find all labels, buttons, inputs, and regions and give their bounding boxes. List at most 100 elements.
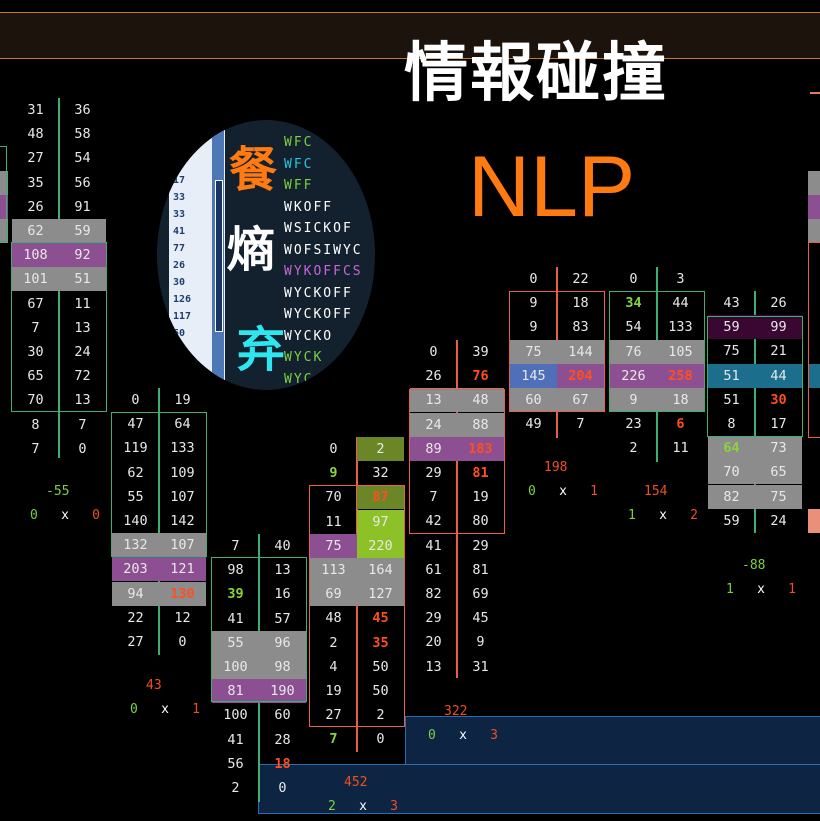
- column-axis: [158, 388, 160, 655]
- bid-volume-cell: 0: [629, 271, 638, 287]
- logo-text-row: WFC: [284, 135, 314, 150]
- ruler-label: 41: [173, 226, 186, 237]
- bid-volume-cell: 13: [425, 658, 442, 675]
- ask-volume-cell: 3: [676, 271, 685, 287]
- ask-volume-cell: 121: [159, 557, 206, 582]
- bid-volume-cell: 51: [723, 391, 740, 408]
- delta-value: 322: [444, 704, 468, 719]
- bid-volume-cell: 7: [429, 489, 438, 506]
- ruler-label: 17: [173, 175, 186, 186]
- count-separator: x: [161, 702, 169, 717]
- logo-calligraphy: 弃: [237, 322, 286, 378]
- bid-volume-cell: 42: [425, 513, 442, 530]
- ask-volume-cell: 24: [74, 344, 91, 360]
- bid-volume-cell: 27: [325, 707, 342, 724]
- ask-volume-cell: 11: [672, 440, 689, 457]
- ask-volume-cell: 76: [472, 368, 489, 385]
- bid-volume-cell: 226: [610, 363, 657, 388]
- ask-volume-cell: 144: [557, 339, 604, 364]
- edge-cell: [808, 509, 820, 533]
- logo-text-row: WYCKO: [284, 328, 334, 344]
- bid-volume-cell: 89: [410, 436, 457, 461]
- bid-volume-cell: 67: [27, 295, 44, 312]
- logo-bar: [215, 180, 223, 332]
- ask-volume-cell: 0: [376, 731, 385, 748]
- bid-volume-cell: 0: [131, 392, 140, 408]
- ask-volume-cell: 87: [357, 485, 404, 510]
- ask-volume-cell: 31: [472, 658, 489, 675]
- bid-volume-cell: 9: [529, 295, 538, 312]
- bid-volume-cell: 76: [610, 339, 657, 364]
- logo-calligraphy: 熵: [227, 222, 276, 278]
- bid-volume-cell: 20: [425, 634, 442, 651]
- edge-cell: [0, 195, 8, 219]
- ask-volume-cell: 73: [755, 436, 802, 461]
- ask-volume-cell: 21: [770, 343, 787, 360]
- price-zone-panel: [405, 716, 820, 766]
- ask-volume-cell: 16: [274, 586, 291, 603]
- ask-volume-cell: 11: [74, 295, 91, 312]
- bid-volume-cell: 59: [708, 315, 755, 340]
- logo-text-row: WYKOFFCS: [284, 264, 363, 279]
- ask-volume-cell: 81: [472, 465, 489, 481]
- ask-volume-cell: 258: [657, 363, 704, 388]
- ask-volume-cell: 59: [59, 219, 106, 243]
- logo-text-row: WYCKOFF: [284, 285, 353, 301]
- delta-value: 452: [344, 775, 368, 790]
- ruler-label: 2: [173, 158, 180, 169]
- buy-count: 2: [328, 799, 336, 814]
- bid-volume-cell: 24: [410, 412, 457, 437]
- bid-volume-cell: 39: [227, 586, 244, 603]
- ask-volume-cell: 26: [770, 295, 787, 311]
- ruler-label: 126: [173, 294, 192, 305]
- ruler-label: 26: [173, 260, 186, 271]
- bid-volume-cell: 7: [31, 440, 40, 457]
- bid-volume-cell: 0: [529, 271, 538, 287]
- edge-cell: [808, 195, 820, 219]
- ask-volume-cell: 72: [74, 368, 91, 385]
- bid-volume-cell: 132: [112, 533, 159, 558]
- ask-volume-cell: 17: [770, 416, 787, 432]
- bid-volume-cell: 94: [112, 581, 159, 606]
- delta-value: -88: [742, 558, 766, 573]
- sell-count: 1: [788, 582, 796, 597]
- bid-volume-cell: 55: [127, 488, 144, 505]
- ask-volume-cell: 45: [372, 610, 389, 627]
- ask-volume-cell: 50: [372, 658, 389, 675]
- bid-volume-cell: 54: [625, 319, 642, 336]
- edge-box: [808, 242, 820, 438]
- bid-volume-cell: 48: [27, 126, 44, 143]
- bid-volume-cell: 64: [708, 436, 755, 461]
- ask-volume-cell: 32: [372, 465, 389, 482]
- bid-volume-cell: 47: [127, 416, 144, 433]
- bid-volume-cell: 26: [27, 198, 44, 215]
- ask-volume-cell: 18: [657, 388, 704, 412]
- ask-volume-cell: 133: [170, 440, 195, 457]
- ask-volume-cell: 97: [357, 509, 404, 534]
- bid-volume-cell: 65: [27, 368, 44, 385]
- ask-volume-cell: 67: [557, 388, 604, 412]
- bid-volume-cell: 26: [425, 368, 442, 385]
- bid-volume-cell: 70: [27, 392, 44, 409]
- ruler-label: 33: [173, 192, 186, 203]
- bid-volume-cell: 100: [212, 655, 259, 679]
- bid-volume-cell: 2: [231, 780, 240, 796]
- bid-volume-cell: 61: [425, 561, 442, 578]
- ruler-label: 50: [173, 328, 186, 339]
- ask-volume-cell: 204: [557, 363, 604, 388]
- sell-count: 3: [490, 728, 498, 743]
- bid-volume-cell: 101: [12, 267, 59, 292]
- ask-volume-cell: 18: [572, 295, 589, 312]
- bid-volume-cell: 9: [329, 465, 338, 482]
- bid-volume-cell: 82: [425, 586, 442, 602]
- bid-volume-cell: 31: [27, 102, 44, 118]
- ruler-label: 33: [173, 209, 186, 220]
- ask-volume-cell: 80: [472, 513, 489, 530]
- bid-volume-cell: 41: [227, 731, 244, 748]
- ask-volume-cell: 39: [472, 344, 489, 360]
- ask-volume-cell: 24: [770, 512, 787, 529]
- ask-volume-cell: 88: [457, 412, 504, 437]
- bid-volume-cell: 41: [425, 537, 442, 554]
- bid-volume-cell: 75: [723, 343, 740, 360]
